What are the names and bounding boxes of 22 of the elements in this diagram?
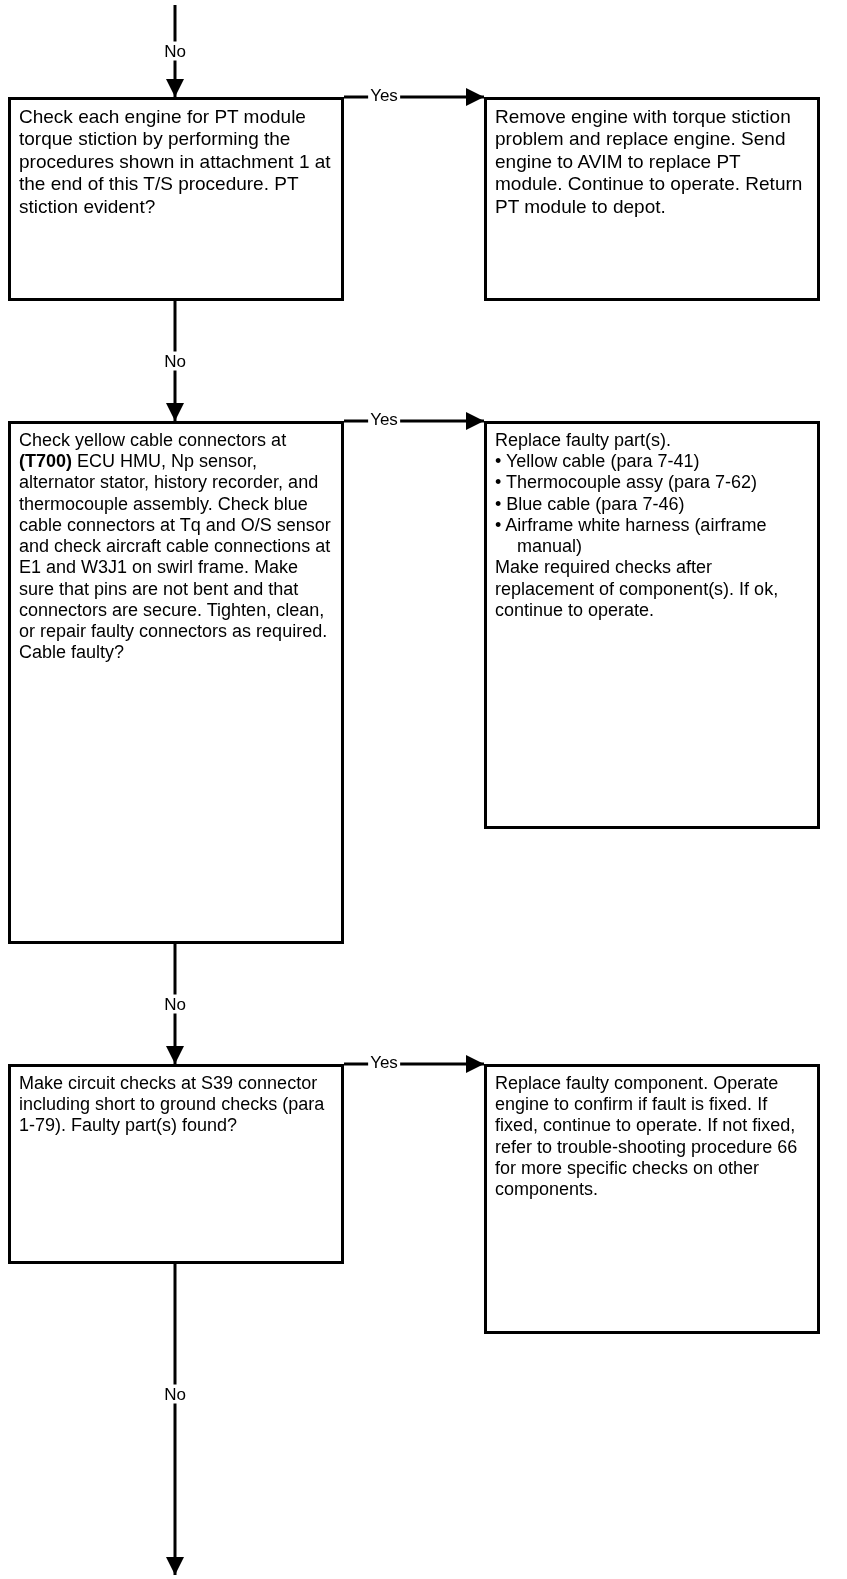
process-box bbox=[484, 1064, 820, 1334]
process-box bbox=[8, 421, 344, 944]
bullet-item: • Blue cable (para 7-46) bbox=[495, 493, 686, 515]
process-box bbox=[8, 97, 344, 301]
box-text: Remove engine with torque stiction problem and replace engine. Send engine to AVIM to replace PT module. Continue to operate. Return PT module to depot. bbox=[495, 106, 804, 219]
box-text: Replace faulty component. Operate engine to confirm if fault is fixed. If fixed, continue to operate. If not fixed, refer to trouble-shooting procedure 66 for more specific checks on other components. bbox=[495, 1073, 799, 1201]
box-text: Make required checks after replacement of component(s). If ok, continue to operate. bbox=[495, 557, 780, 622]
bullet-item: • Thermocouple assy (para 7-62) bbox=[495, 472, 759, 494]
process-box bbox=[484, 97, 820, 301]
bullet-item: • Airframe white harness (airframe manual) bbox=[495, 514, 768, 558]
box-text: Check yellow cable connectors at (T700) ECU HMU, Np sensor, alternator stator, history recorder, and thermocouple assembly. Check blue cable connectors at Tq and O/S sensor and check aircraft cable connections at E1 and W3J1 on swirl frame. Make sure that pins are not bent and that connectors are secure. Tighten, clean, or repair faulty connectors as required. Cable faulty? bbox=[19, 430, 332, 664]
edge-label: No bbox=[162, 41, 188, 61]
box-text: Replace faulty part(s). bbox=[495, 430, 673, 452]
edge-label: No bbox=[162, 351, 188, 371]
box-text: Make circuit checks at S39 connector including short to ground checks (para 1-79). Faulty part(s) found? bbox=[19, 1073, 326, 1137]
process-box bbox=[484, 421, 820, 829]
edge-label: No bbox=[162, 1384, 188, 1404]
process-box bbox=[8, 1064, 344, 1264]
edge-label: No bbox=[162, 994, 188, 1014]
box-text: Check each engine for PT module torque stiction by performing the procedures shown in attachment 1 at the end of this T/S procedure. PT stiction evident? bbox=[19, 106, 332, 219]
arrow bbox=[166, 1264, 184, 1575]
bullet-item: • Yellow cable (para 7-41) bbox=[495, 451, 701, 473]
